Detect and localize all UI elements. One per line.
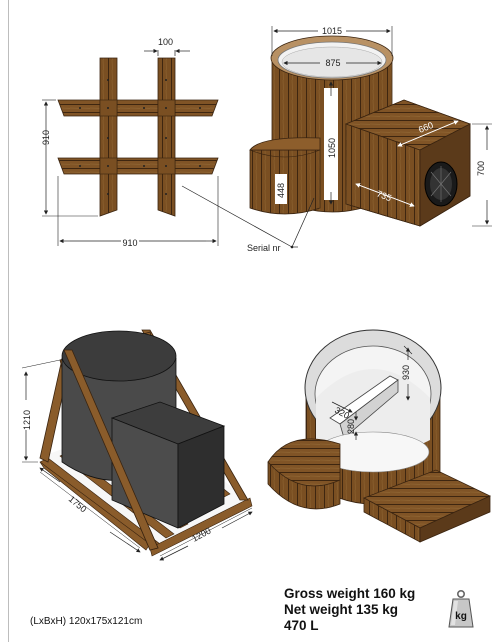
package-height-label: 1210 (22, 410, 32, 430)
serial-number-label: Serial nr (247, 243, 281, 253)
tub-inner-diameter-label: 875 (325, 58, 340, 68)
package-dimensions-text: (LxBxH) 120x175x121cm (30, 616, 143, 627)
tub-outer-diameter-label: 1015 (322, 26, 342, 36)
step-height-label: 448 (276, 183, 286, 198)
kg-weight-icon: kg (448, 589, 474, 628)
kg-icon-label: kg (455, 611, 467, 622)
tub-height-label: 1050 (327, 138, 337, 158)
net-weight-text: Net weight 135 kg (284, 602, 399, 617)
frame-board-width-label: 100 (158, 37, 173, 47)
seat-height-label: 280 (346, 419, 356, 434)
page-margin-line (8, 0, 9, 642)
packaged-diagram: 1210 1750 1200 (21, 329, 253, 561)
frame-diagram: 100 910 910 (41, 37, 219, 250)
tub-diagram: 1015 875 1050 448 660 73 (181, 26, 492, 253)
weights-block: Gross weight 160 kg Net weight 135 kg 47… (284, 586, 415, 634)
volume-text: 470 L (284, 618, 319, 633)
inner-depth-label: 930 (401, 365, 411, 380)
frame-width-label: 910 (122, 238, 137, 248)
box-height-label: 700 (476, 161, 486, 176)
inner-tub-diagram: 930 320 280 (267, 329, 491, 543)
gross-weight-text: Gross weight 160 kg (284, 586, 416, 601)
frame-height-label: 910 (41, 130, 51, 145)
